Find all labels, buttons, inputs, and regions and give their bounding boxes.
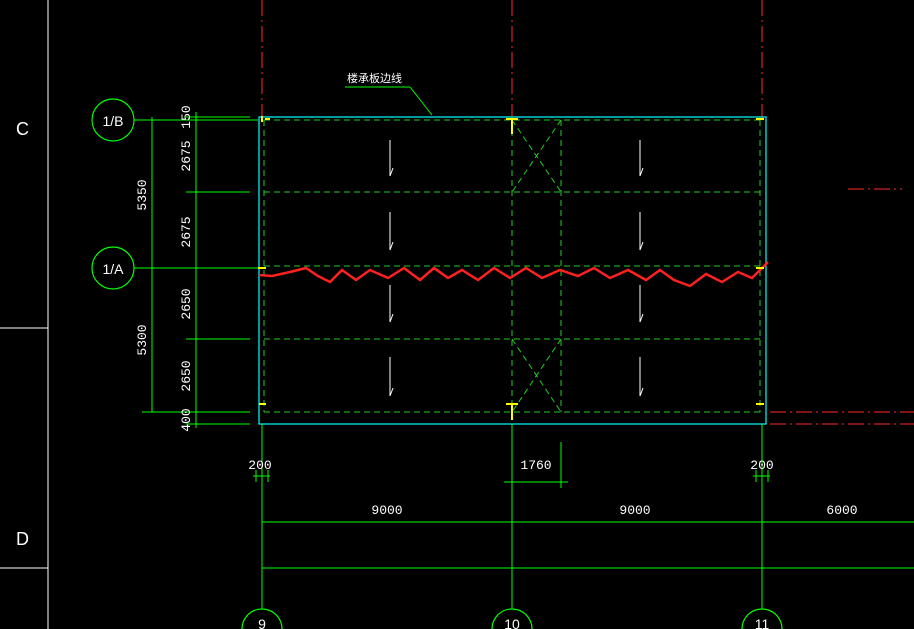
row-label-lower: D <box>16 529 29 549</box>
column-bubble-9: 9 <box>241 608 283 629</box>
dim-bay-3: 6000 <box>826 503 857 518</box>
slab-edge <box>258 116 767 425</box>
dim-right-offset: 200 <box>750 458 773 473</box>
column-bubble-10: 10 <box>491 608 533 629</box>
slab-edge-note: 楼承板边线 <box>347 71 402 85</box>
vertical-axis-lines <box>261 0 763 118</box>
column-bubble-11: 11 <box>741 608 783 629</box>
axis-bubble-1a: 1/A <box>91 246 135 290</box>
deck-direction-arrows <box>389 140 644 397</box>
dim-total-upper: 5350 <box>135 179 150 210</box>
note-leader <box>345 86 433 116</box>
dashed-beams <box>263 119 762 413</box>
row-label-upper: C <box>16 119 29 139</box>
dim-seg-2: 2675 <box>179 140 194 171</box>
dim-bay-1: 9000 <box>371 503 402 518</box>
dim-left-offset: 200 <box>248 458 271 473</box>
dim-seg-6: 400 <box>179 408 194 431</box>
column-markers <box>258 116 764 420</box>
vertical-dimensions <box>142 112 250 428</box>
dim-seg-4: 2650 <box>179 288 194 319</box>
horizontal-dimensions <box>253 442 914 569</box>
dim-seg-1: 150 <box>179 105 194 128</box>
dim-middle-width: 1760 <box>520 458 551 473</box>
column-label-11: 11 <box>755 616 770 629</box>
horizontal-axis-lines <box>770 188 914 425</box>
revision-cloud <box>258 261 769 288</box>
dim-bay-2: 9000 <box>619 503 650 518</box>
dim-seg-3: 2675 <box>179 216 194 247</box>
title-block <box>0 0 49 629</box>
axis-label-1b: 1/B <box>102 113 123 129</box>
green-axis-lines <box>261 424 763 629</box>
axis-bubble-1b: 1/B <box>91 98 135 142</box>
column-label-9: 9 <box>258 616 266 629</box>
dim-total-lower: 5300 <box>135 324 150 355</box>
dim-seg-5: 2650 <box>179 360 194 391</box>
axis-label-1a: 1/A <box>102 261 124 277</box>
column-label-10: 10 <box>504 616 520 629</box>
